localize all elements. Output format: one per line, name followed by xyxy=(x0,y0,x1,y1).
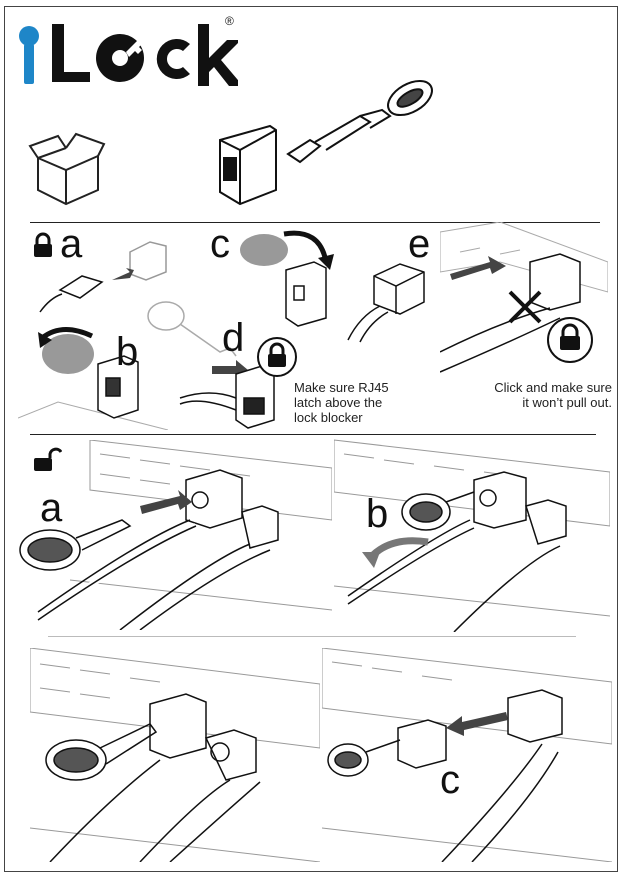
unlock-step-c-illustration xyxy=(322,648,612,862)
lock-step-d-label: d xyxy=(222,316,245,360)
step-d-insert-illustration xyxy=(147,301,275,429)
note-e-line-1: Click and make sure xyxy=(494,380,612,395)
lock-step-a-label: a xyxy=(60,222,83,266)
step-c-turn-key-illustration xyxy=(240,230,334,327)
lock-badge-d-icon xyxy=(257,337,297,377)
note-d-line-1: Make sure RJ45 xyxy=(294,380,389,395)
lock-step-c-label: c xyxy=(210,222,230,266)
note-e: Click and make sure it won’t pull out. xyxy=(450,380,612,410)
note-d: Make sure RJ45 latch above the lock bloc… xyxy=(294,380,389,425)
unlock-step-b-illustration xyxy=(334,439,610,632)
padlock-unlocked-icon xyxy=(34,447,62,471)
section-divider-middle xyxy=(30,434,596,435)
unlock-step-c-label: c xyxy=(440,758,460,802)
step-a-plug-illustration xyxy=(39,241,167,313)
section-divider-top xyxy=(30,222,600,223)
brand-logo: iLock xyxy=(18,10,238,86)
lock-step-e-label: e xyxy=(408,222,431,266)
unlock-step-a-label: a xyxy=(40,486,63,530)
unlock-step-b-label: b xyxy=(366,492,389,536)
lock-and-key-illustration xyxy=(219,79,433,206)
unlock-step-a-illustration xyxy=(19,440,332,630)
key-hole-icon xyxy=(19,26,39,84)
note-d-line-3: lock blocker xyxy=(294,410,363,425)
step-e-switch-illustration xyxy=(440,222,608,373)
section-divider-bottom xyxy=(48,636,576,637)
box-icon xyxy=(28,132,106,206)
note-d-line-2: latch above the xyxy=(294,395,383,410)
logo-lettering xyxy=(52,24,238,86)
note-e-line-2: it won’t pull out. xyxy=(522,395,612,410)
unlock-step-result-illustration xyxy=(30,648,320,862)
step-b-rotate-illustration xyxy=(18,327,168,430)
step-e-assembled-illustration xyxy=(347,263,425,343)
padlock-locked-icon xyxy=(34,232,52,257)
lock-step-b-label: b xyxy=(116,330,139,374)
registered-mark: ® xyxy=(225,14,234,28)
